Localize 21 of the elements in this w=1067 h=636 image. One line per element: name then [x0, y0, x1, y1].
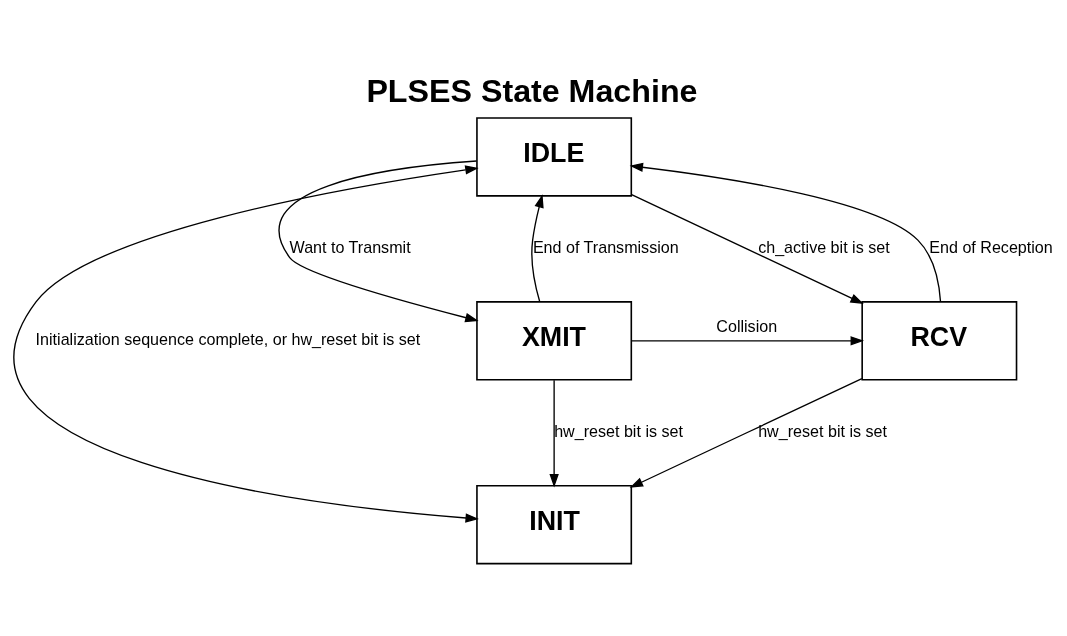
- edge-label: End of Reception: [929, 238, 1053, 257]
- arrow: [629, 162, 942, 303]
- arrow: [278, 160, 479, 323]
- node-box: IDLE: [476, 117, 633, 197]
- edge-label: ch_active bit is set: [758, 238, 890, 257]
- edge-label: Want to Transmit: [289, 238, 411, 257]
- node-box: XMIT: [476, 301, 633, 381]
- edge-label: Collision: [716, 317, 778, 336]
- arrow: [630, 194, 864, 304]
- edge-label: hw_reset bit is set: [554, 421, 683, 440]
- diagram-title: PLSES State Machine: [366, 73, 698, 110]
- arrow: [531, 194, 544, 303]
- arrow: [549, 379, 559, 488]
- arrow: [14, 165, 479, 523]
- arrow: [630, 336, 864, 346]
- arrow: [629, 377, 863, 488]
- edge-label: End of Transmission: [532, 238, 679, 257]
- edge-label: Initialization sequence complete, or hw_reset bit is set: [35, 329, 421, 348]
- node-box: RCV: [861, 301, 1018, 381]
- edge-label: hw_reset bit is set: [758, 421, 887, 440]
- node-box: INIT: [476, 484, 633, 565]
